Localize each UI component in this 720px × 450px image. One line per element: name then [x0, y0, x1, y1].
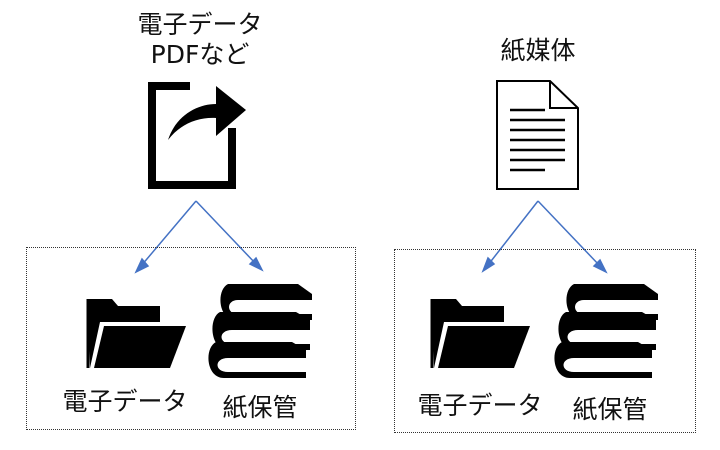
- left-source-label-line2: PDFなど: [150, 40, 250, 69]
- right-destination-box: [394, 249, 696, 433]
- share-arrow-document-icon: [148, 82, 246, 189]
- right-split-arrows: [481, 200, 608, 274]
- right-target-label-electronic: 電子データ: [417, 391, 543, 420]
- books-icon: [554, 284, 658, 378]
- left-target-label-paper: 紙保管: [222, 393, 298, 422]
- right-target-label-paper: 紙保管: [572, 395, 648, 424]
- books-icon: [208, 284, 312, 378]
- left-split-arrows: [134, 200, 264, 274]
- folder-icon: [430, 299, 530, 368]
- left-target-label-electronic: 電子データ: [62, 387, 188, 416]
- folder-icon: [86, 299, 186, 368]
- right-source-label: 紙媒体: [500, 36, 576, 65]
- left-source-label-line1: 電子データ: [137, 10, 263, 39]
- left-destination-box: [26, 247, 356, 430]
- paper-document-icon: [496, 80, 579, 190]
